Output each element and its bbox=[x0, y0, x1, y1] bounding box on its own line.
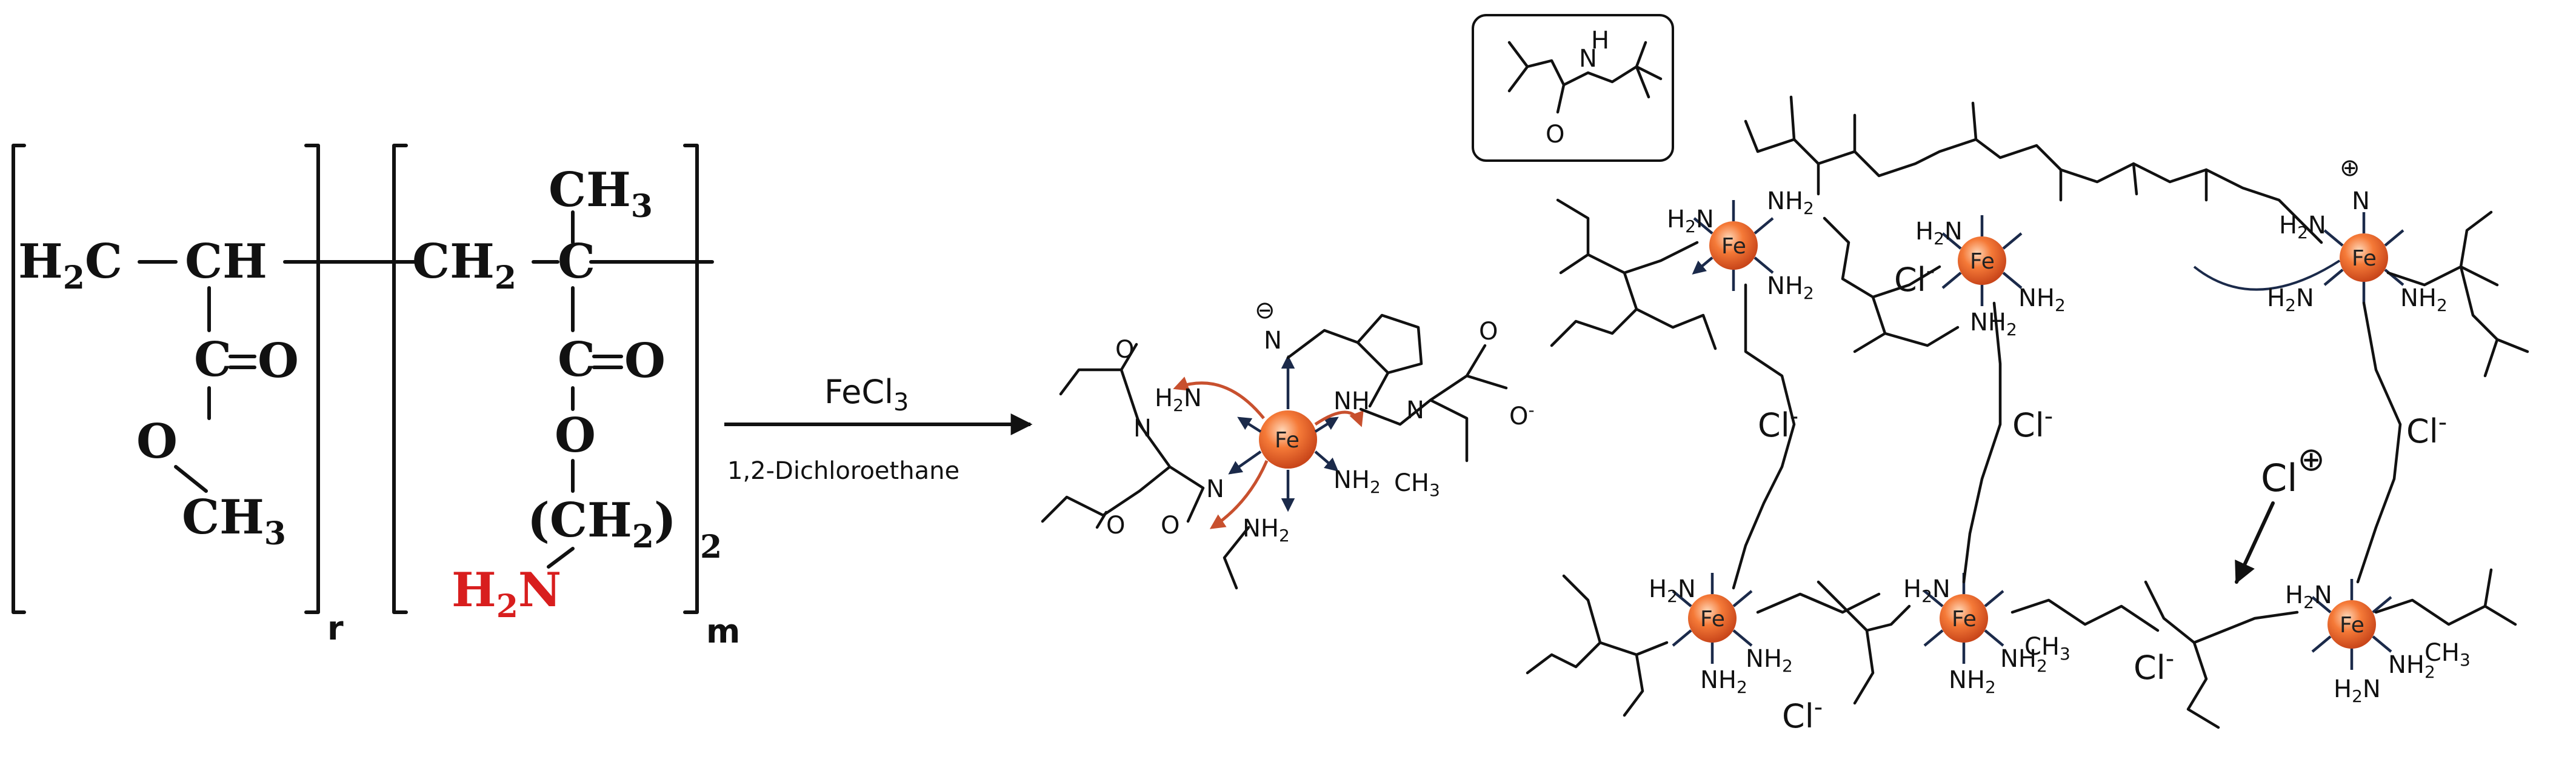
chloride-6: Cl- bbox=[2134, 645, 2174, 687]
chloride-3: Cl- bbox=[2012, 403, 2053, 444]
net-nh2-3: NH2 bbox=[2018, 284, 2066, 315]
net-nh2-7: NH2 bbox=[1700, 666, 1747, 697]
carbamate-ominus: O- bbox=[1509, 400, 1535, 430]
net-h2n-2: H2N bbox=[1915, 218, 1963, 249]
net-ch3-2: CH3 bbox=[2424, 639, 2471, 670]
h2c-label: H2C bbox=[18, 234, 122, 296]
ch-label: CH bbox=[185, 234, 267, 289]
net-h2n-6: H2N bbox=[1903, 575, 1950, 606]
fe-center bbox=[1259, 410, 1317, 469]
amide-o2: O bbox=[1106, 512, 1125, 540]
quaternary-c: C bbox=[558, 234, 595, 289]
fe-node-3: Fe bbox=[2340, 233, 2388, 282]
subscript-r: r bbox=[327, 609, 344, 647]
methyl-label: CH3 bbox=[182, 490, 286, 552]
amine-group: H2N bbox=[452, 563, 561, 625]
monomer-inset bbox=[1472, 14, 1674, 162]
methyl-group: CH3 bbox=[1394, 469, 1440, 500]
reaction-arrow: FeCl3 1,2-Dichloroethane bbox=[724, 373, 1033, 485]
net-nh2-4: NH2 bbox=[1970, 309, 2017, 339]
fe-label: Fe bbox=[1275, 428, 1300, 453]
solvent-label: 1,2-Dichloroethane bbox=[727, 457, 959, 485]
net-nh2-2: NH2 bbox=[1767, 272, 1814, 303]
net-h2n-1: H2N bbox=[1667, 206, 1714, 236]
net-h2n-8: H2N bbox=[2334, 675, 2381, 706]
net-h2n-5: H2N bbox=[1649, 575, 1696, 606]
fe-node-1: Fe bbox=[1709, 221, 1758, 270]
fe-node-6: Fe bbox=[2327, 600, 2376, 649]
subscript-m: m bbox=[706, 612, 740, 650]
net-nh2-6: NH2 bbox=[1746, 645, 1793, 676]
ester-o2: O bbox=[555, 408, 596, 463]
net-ch3-1: CH3 bbox=[2024, 633, 2070, 664]
net-nh2-9: NH2 bbox=[1949, 666, 1996, 697]
bracket-left-r bbox=[12, 144, 26, 614]
net-nh2-1: NH2 bbox=[1767, 187, 1814, 218]
bracket-right-m bbox=[683, 144, 699, 614]
negative-charge: ⊖ bbox=[1255, 296, 1275, 324]
chain-repeat: 2 bbox=[700, 529, 722, 566]
net-h2n-4: H2N bbox=[2267, 284, 2314, 315]
polymer-structure: H2C CH C O O CH3 r CH2 C CH3 C O O (CH2)… bbox=[12, 144, 740, 650]
h2n-ligand: H2N bbox=[1155, 384, 1202, 415]
carbamate-o: O bbox=[1479, 318, 1498, 346]
fe-node-4: Fe bbox=[1688, 594, 1737, 643]
carbonyl-c: C bbox=[194, 332, 232, 387]
inset-o: O bbox=[1546, 121, 1564, 149]
inset-n: N bbox=[1579, 45, 1597, 73]
cl-plus: Cl⊕ bbox=[2261, 440, 2325, 500]
iron-complex: Fe H2N N ⊖ NH NH2 NH2 N N O O O N CH3 O … bbox=[1041, 296, 1535, 590]
net-nh2-5: NH2 bbox=[2400, 284, 2448, 315]
ketone-o: O bbox=[1115, 336, 1134, 364]
ester-o: O bbox=[136, 414, 178, 469]
chloride-2: Cl- bbox=[1758, 403, 1798, 444]
chloride-4: Cl- bbox=[2406, 409, 2447, 450]
nh2-bottom: NH2 bbox=[1243, 515, 1290, 546]
methyl-n: N bbox=[1406, 396, 1424, 424]
n-amide: N bbox=[1206, 475, 1224, 503]
ch3-top: CH3 bbox=[549, 162, 653, 225]
carbonyl-c2: C bbox=[558, 332, 595, 387]
plus-charge: ⊕ bbox=[2340, 154, 2360, 182]
svg-text:Fe: Fe bbox=[1700, 607, 1725, 632]
svg-text:Fe: Fe bbox=[2340, 613, 2364, 638]
svg-text:Fe: Fe bbox=[1952, 607, 1977, 632]
ch2-label: CH2 bbox=[412, 234, 516, 296]
fe-node-2: Fe bbox=[1958, 236, 2006, 285]
chloride-5: Cl- bbox=[1782, 693, 1823, 735]
carbonyl-o: O bbox=[258, 333, 299, 389]
svg-text:Fe: Fe bbox=[1970, 249, 1995, 274]
bracket-left-m bbox=[392, 144, 408, 614]
fe-node-5: Fe bbox=[1940, 594, 1988, 643]
net-h2n-7: H2N bbox=[2285, 581, 2332, 612]
nh2-ligand: NH2 bbox=[1333, 466, 1381, 497]
carbonyl-o2: O bbox=[624, 333, 666, 389]
svg-text:Fe: Fe bbox=[2352, 246, 2377, 271]
svg-text:Fe: Fe bbox=[1721, 234, 1746, 259]
net-n-plus: N bbox=[2352, 187, 2370, 215]
imine-n: N bbox=[1264, 327, 1282, 355]
inset-h: H bbox=[1591, 27, 1609, 55]
net-h2n-3: H2N bbox=[2279, 212, 2326, 242]
chloride-1: Cl- bbox=[1894, 257, 1935, 299]
coordination-network: N H O Fe Fe Fe Fe Fe Fe bbox=[1472, 14, 2529, 735]
reagent-label: FeCl3 bbox=[824, 373, 909, 416]
ethylene-chain: (CH2) bbox=[527, 493, 676, 555]
bracket-right-r bbox=[304, 144, 320, 614]
amide-o: O bbox=[1161, 512, 1180, 540]
